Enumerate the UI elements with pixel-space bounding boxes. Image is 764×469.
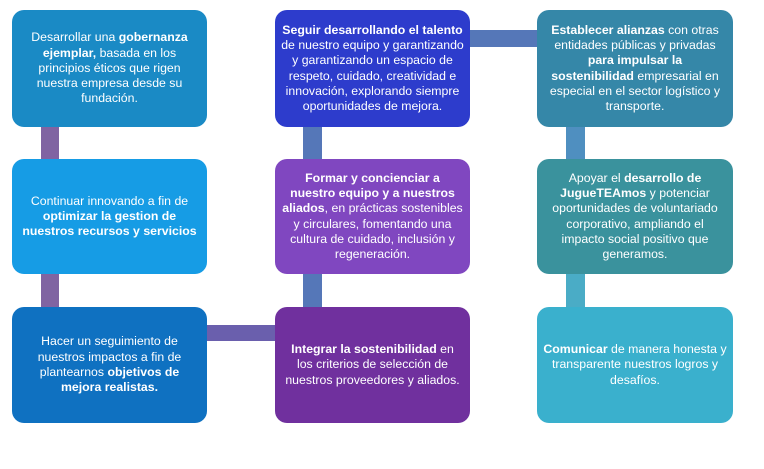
goal-text-segment: Apoyar el (568, 170, 625, 185)
goal-box-concienciar: Formar y concienciar a nuestro equipo y … (275, 159, 470, 274)
goal-text: Establecer alianzas con otras entidades … (547, 23, 723, 115)
goal-text-segment: y potenciar oportunidades de voluntariad… (552, 185, 718, 262)
goal-text: Comunicar de manera honesta y transparen… (543, 342, 727, 388)
goal-text-segment: Desarrollar una (31, 30, 119, 45)
connector-gobernanza-innovando (41, 127, 59, 159)
goal-text-segment: de nuestro equipo y garantizando y garan… (281, 37, 464, 114)
goal-text-bold: Formar y concienciar a nuestro equipo y … (282, 170, 455, 216)
connector-talento-alianzas (470, 30, 537, 47)
goal-box-gobernanza: Desarrollar una gobernanza ejemplar, bas… (12, 10, 207, 127)
goal-text-bold: desarrollo de JugueTEAmos (560, 170, 702, 200)
goal-text-segment: basada en los principios éticos que rige… (36, 45, 183, 106)
goal-text: Apoyar el desarrollo de JugueTEAmos y po… (547, 171, 723, 263)
goal-text-bold: Integrar la sostenibilidad (291, 342, 437, 357)
goal-text: Hacer un seguimiento de nuestros impacto… (18, 334, 201, 395)
connector-juguteamos-comunicar (566, 274, 585, 307)
goal-text-segment: de manera honesta y transparente nuestro… (551, 342, 727, 387)
goal-text-bold: Seguir desarrollando el talento (282, 22, 463, 37)
goal-box-juguteamos: Apoyar el desarrollo de JugueTEAmos y po… (537, 159, 733, 274)
goal-box-talento: Seguir desarrollando el talento de nuest… (275, 10, 470, 127)
goal-text-bold: Establecer alianzas (551, 22, 665, 37)
goal-text-bold: gobernanza ejemplar, (42, 30, 188, 60)
goal-text-bold: Comunicar (543, 342, 608, 357)
goal-text: Seguir desarrollando el talento de nuest… (281, 23, 464, 115)
connector-innovando-seguimiento (41, 274, 59, 307)
goal-text-segment: Continuar innovando a fin de (30, 193, 189, 208)
goal-text-segment: en los criterios de selección de nuestro… (285, 342, 460, 387)
goal-box-seguimiento: Hacer un seguimiento de nuestros impacto… (12, 307, 207, 423)
goal-text-segment: con otras entidades públicas y privadas (554, 22, 719, 52)
connector-proveedores-concienciar (303, 274, 322, 307)
goal-text-bold: optimizar la gestion de nuestros recurso… (22, 208, 197, 239)
goal-box-innovando: Continuar innovando a fin de optimizar l… (12, 159, 207, 274)
goal-text: Desarrollar una gobernanza ejemplar, bas… (22, 30, 197, 106)
goal-text-bold: objetivos de mejora realistas. (60, 365, 180, 395)
connector-alianzas-juguteamos (566, 127, 585, 159)
connector-seguimiento-proveedores (207, 325, 275, 341)
goal-box-comunicar: Comunicar de manera honesta y transparen… (537, 307, 733, 423)
connector-concienciar-talento (303, 127, 322, 159)
goal-text: Continuar innovando a fin de optimizar l… (16, 194, 203, 240)
goal-text-bold: para impulsar la sostenibilidad (551, 53, 683, 83)
goal-text: Integrar la sostenibilidad en los criter… (283, 342, 462, 388)
goal-text-segment: Hacer un seguimiento de nuestros impacto… (37, 334, 182, 379)
goal-box-alianzas: Establecer alianzas con otras entidades … (537, 10, 733, 127)
goal-text-segment: empresarial en especial en el sector log… (549, 68, 721, 114)
goal-text-segment: , en prácticas sostenibles y circulares,… (290, 201, 463, 262)
goal-box-proveedores: Integrar la sostenibilidad en los criter… (275, 307, 470, 423)
goal-text: Formar y concienciar a nuestro equipo y … (281, 171, 464, 263)
